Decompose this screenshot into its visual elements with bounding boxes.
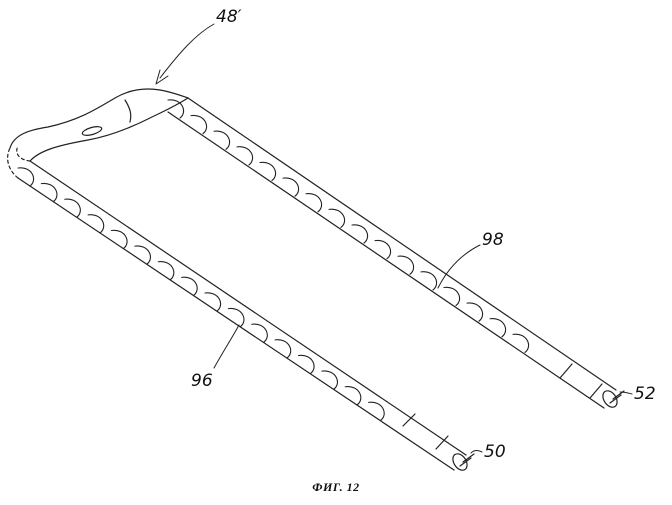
coil-turn bbox=[398, 256, 414, 274]
coil-turn bbox=[467, 303, 483, 321]
coil-turn bbox=[352, 225, 368, 243]
right-tube-leg bbox=[168, 98, 620, 410]
coil-turn bbox=[490, 319, 506, 337]
coil-turn bbox=[237, 147, 253, 165]
coil-turn bbox=[444, 287, 460, 305]
coil-turn bbox=[329, 209, 345, 227]
figure-caption: ФИГ. 12 bbox=[0, 480, 672, 495]
coil-turn bbox=[306, 194, 322, 212]
coil-turn bbox=[260, 162, 276, 180]
label-left-end: 50 bbox=[484, 442, 506, 462]
coil-turn bbox=[421, 272, 437, 290]
label-left-winding: 96 bbox=[191, 371, 213, 391]
coil-turn bbox=[214, 131, 230, 149]
coil-turn bbox=[513, 334, 529, 352]
coil-turn bbox=[375, 240, 391, 258]
coil-turn bbox=[283, 178, 299, 196]
coil-turn bbox=[191, 115, 207, 133]
label-right-winding: 98 bbox=[482, 230, 504, 250]
label-right-end: 52 bbox=[634, 384, 656, 404]
label-assembly: 48′ bbox=[216, 7, 242, 27]
